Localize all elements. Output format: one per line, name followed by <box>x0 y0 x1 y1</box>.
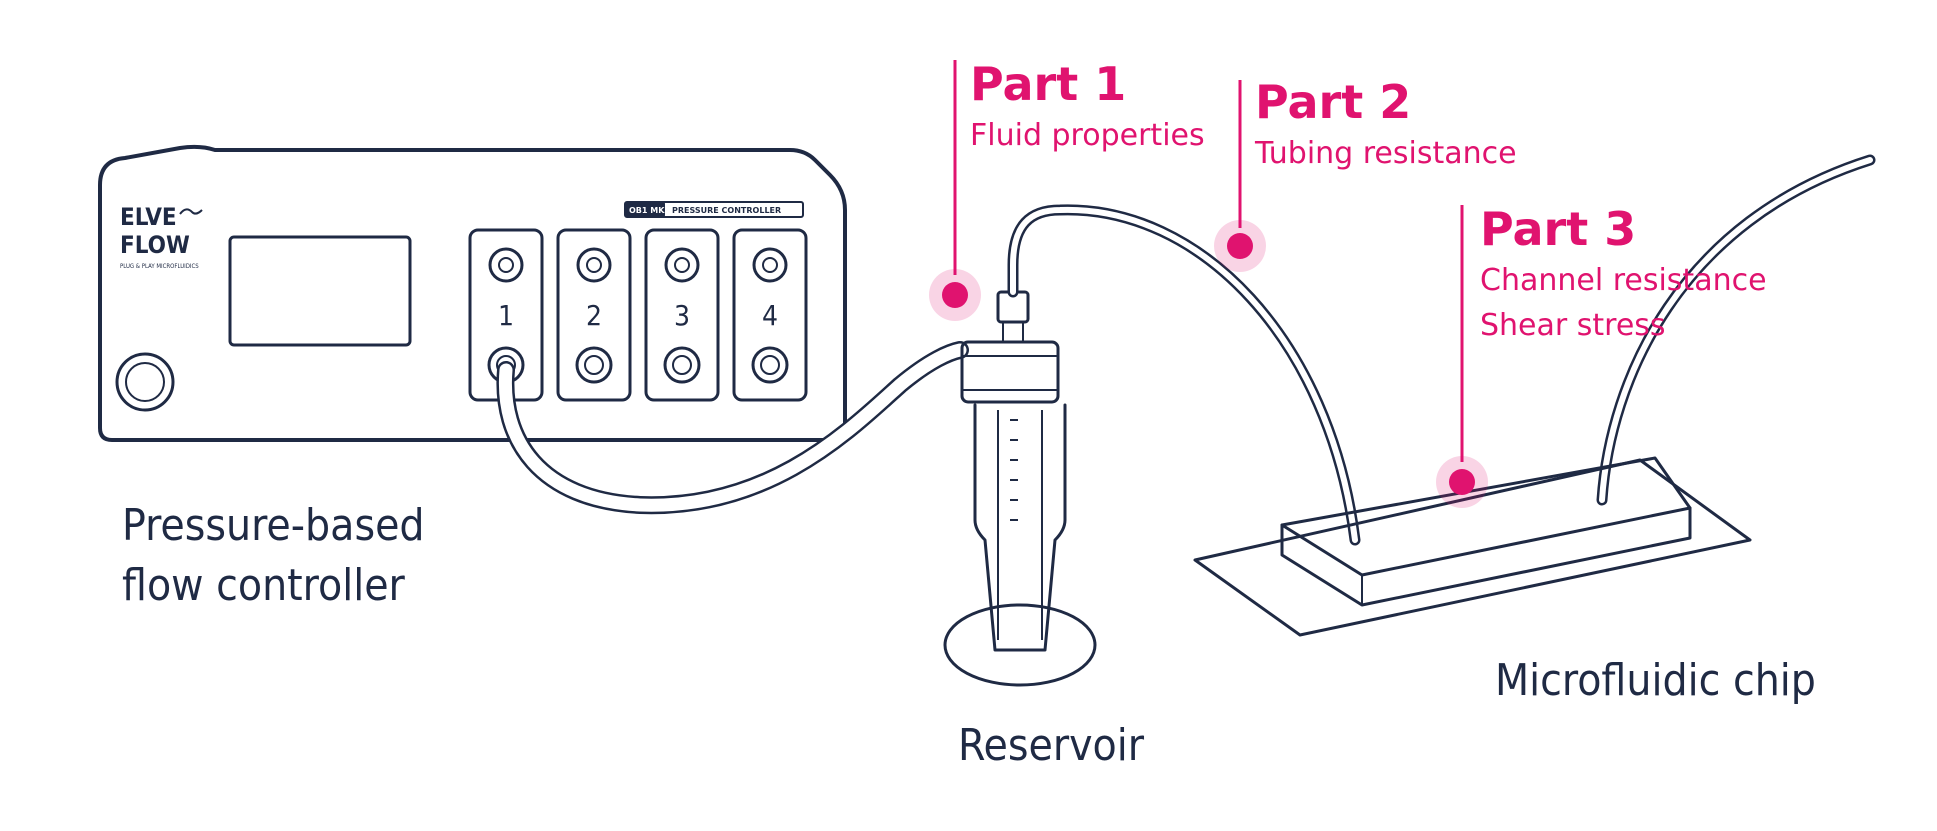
controller-label-line1: Pressure-based <box>122 500 425 551</box>
part-3-marker <box>1449 469 1475 495</box>
controller-body <box>98 144 847 442</box>
part-1-line-1: Fluid properties <box>970 118 1205 153</box>
chip-label: Microfluidic chip <box>1495 655 1816 706</box>
callout-part-2: Part 2 Tubing resistance <box>1214 75 1517 272</box>
part-1-title: Part 1 <box>970 57 1126 111</box>
channel-2-output-connector[interactable] <box>575 346 613 384</box>
power-knob-outer[interactable] <box>115 352 175 412</box>
channel-1-top-connector[interactable] <box>488 247 524 283</box>
reservoir <box>943 290 1097 687</box>
model-name: OB1 MK3+ <box>629 206 677 215</box>
part-2-line-1: Tubing resistance <box>1254 136 1517 171</box>
channel-3-output-connector[interactable] <box>663 346 701 384</box>
channel-4-top-connector[interactable] <box>752 247 788 283</box>
power-knob-inner <box>125 362 165 402</box>
part-1-marker <box>942 282 968 308</box>
channel-3-top-connector[interactable] <box>664 247 700 283</box>
channel-2-top-connector[interactable] <box>576 247 612 283</box>
part-3-line-2: Shear stress <box>1480 308 1666 343</box>
controller-screen <box>228 235 412 347</box>
brand-bird-icon <box>179 208 203 215</box>
fluid-tubing <box>1007 154 1876 546</box>
part-2-title: Part 2 <box>1255 75 1411 129</box>
part-3-line-1: Channel resistance <box>1480 263 1767 298</box>
reservoir-holder <box>973 403 1067 652</box>
channel-module-4: 4 <box>732 228 808 402</box>
channel-3-number: 3 <box>674 299 690 332</box>
pressure-controller: ELVE FLOW PLUG & PLAY MICROFLUIDICS OB1 … <box>98 144 847 442</box>
channel-4-number: 4 <box>762 299 778 332</box>
callout-part-3: Part 3 Channel resistance Shear stress <box>1436 202 1767 508</box>
reservoir-stand <box>943 603 1097 687</box>
channel-2-number: 2 <box>586 299 602 332</box>
chip-sides <box>1280 506 1692 607</box>
controller-label-line2: flow controller <box>122 560 406 611</box>
part-2-marker <box>1227 233 1253 259</box>
channel-module-3: 3 <box>644 228 720 402</box>
callout-part-1: Part 1 Fluid properties <box>929 57 1205 321</box>
microfluidic-chip <box>1193 456 1752 637</box>
brand-line2: FLOW <box>120 231 190 259</box>
channel-4-output-connector[interactable] <box>751 346 789 384</box>
part-3-title: Part 3 <box>1480 202 1636 256</box>
chip-glass-slide <box>1193 458 1752 637</box>
model-type: PRESSURE CONTROLLER <box>672 206 781 215</box>
reservoir-cap <box>960 340 1060 404</box>
brand-line1: ELVE <box>120 203 177 231</box>
model-badge <box>625 202 665 217</box>
channel-1-number: 1 <box>498 299 514 332</box>
reservoir-label: Reservoir <box>958 720 1145 771</box>
pressure-tubing <box>496 341 969 515</box>
channel-module-2: 2 <box>556 228 632 402</box>
brand-tagline: PLUG & PLAY MICROFLUIDICS <box>120 263 199 270</box>
